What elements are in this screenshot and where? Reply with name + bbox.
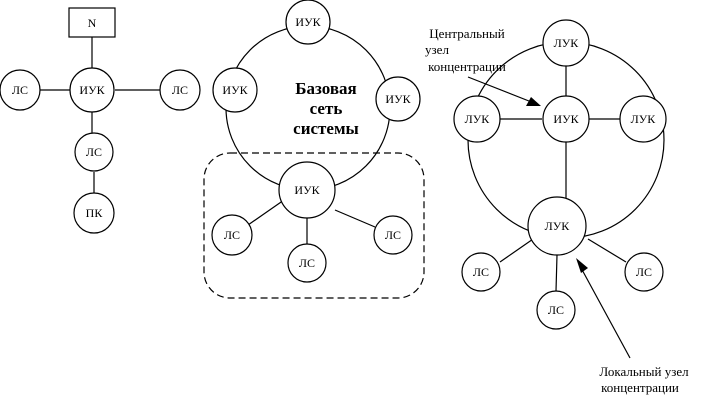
right-ls-label-left: ЛС [473, 265, 489, 279]
left-ls-label-east: ЛС [172, 83, 188, 97]
left-ls-label-south: ЛС [86, 145, 102, 159]
middle-ls-node-right [373, 215, 413, 255]
ring-iuk-node-bottom [278, 161, 336, 219]
luk-node-top [542, 19, 590, 67]
pk-node [73, 192, 115, 234]
luk-label-left: ЛУК [465, 112, 491, 126]
local-luk-node [527, 196, 587, 256]
middle-ls-label-center: ЛС [299, 256, 315, 270]
terminal-n-box [68, 7, 116, 38]
ring-iuk-label-left: ИУК [222, 83, 248, 97]
right-ls-node-right [624, 252, 664, 292]
ring-iuk-label-top: ИУК [295, 15, 321, 29]
ring-iuk-node-right [375, 76, 421, 122]
luk-node-left [453, 95, 501, 143]
right-ls-node-center [536, 290, 576, 330]
local-node-caption-line-2: концентрации [601, 380, 679, 395]
base-network-diagram: ИУК ИУК ИУК ИУК Базовая сеть системы ЛС … [203, 0, 425, 299]
left-ls-node-south [74, 132, 114, 172]
ring-iuk-node-top [285, 0, 331, 45]
central-node-caption-line-2: узел [425, 42, 449, 57]
left-iuk-label: ИУК [79, 83, 105, 97]
middle-ls-node-left [211, 214, 253, 256]
ring-iuk-node-left [212, 67, 258, 113]
middle-ls-node-center [287, 243, 327, 283]
base-network-title-line-1: Базовая [295, 79, 356, 98]
luk-node-right [619, 95, 667, 143]
terminal-n-label: N [88, 16, 97, 30]
central-iuk-label: ИУК [553, 112, 579, 126]
local-node-caption-line-1: Локальный узел [599, 364, 689, 379]
left-ls-label-west: ЛС [12, 83, 28, 97]
ring-iuk-label-right: ИУК [385, 92, 411, 106]
right-ls-label-right: ЛС [636, 265, 652, 279]
central-node-caption-line-1: Центральный [429, 26, 504, 41]
luk-label-top: ЛУК [554, 36, 580, 50]
luk-label-right: ЛУК [631, 112, 657, 126]
local-segment-dashed-box [203, 152, 425, 299]
local-luk-label: ЛУК [545, 219, 571, 233]
left-ls-node-east [159, 69, 201, 111]
right-ls-node-left [461, 252, 501, 292]
local-node-arrow-head [576, 258, 588, 273]
concentration-diagram: ЛУК ЛУК ИУК ЛУК ЛУК ЛС ЛС ЛС Центральный… [425, 19, 689, 395]
left-star-diagram: N ИУК ЛС ЛС ЛС ПК [0, 7, 201, 234]
left-ls-node-west [0, 69, 41, 111]
central-node-arrow-shaft [467, 76, 535, 104]
central-iuk-node [542, 95, 590, 143]
central-node-caption-line-3: концентрации [428, 59, 506, 74]
pk-label: ПК [86, 206, 104, 220]
base-network-title-line-2: сеть [310, 99, 343, 118]
ring-iuk-label-bottom: ИУК [294, 183, 320, 197]
middle-ls-label-left: ЛС [224, 228, 240, 242]
left-iuk-node [69, 67, 115, 113]
local-node-arrow-shaft [579, 265, 631, 359]
central-node-arrow-head [526, 97, 541, 106]
right-ls-label-center: ЛС [548, 303, 564, 317]
middle-ls-label-right: ЛС [385, 228, 401, 242]
base-network-title-line-3: системы [293, 119, 359, 138]
